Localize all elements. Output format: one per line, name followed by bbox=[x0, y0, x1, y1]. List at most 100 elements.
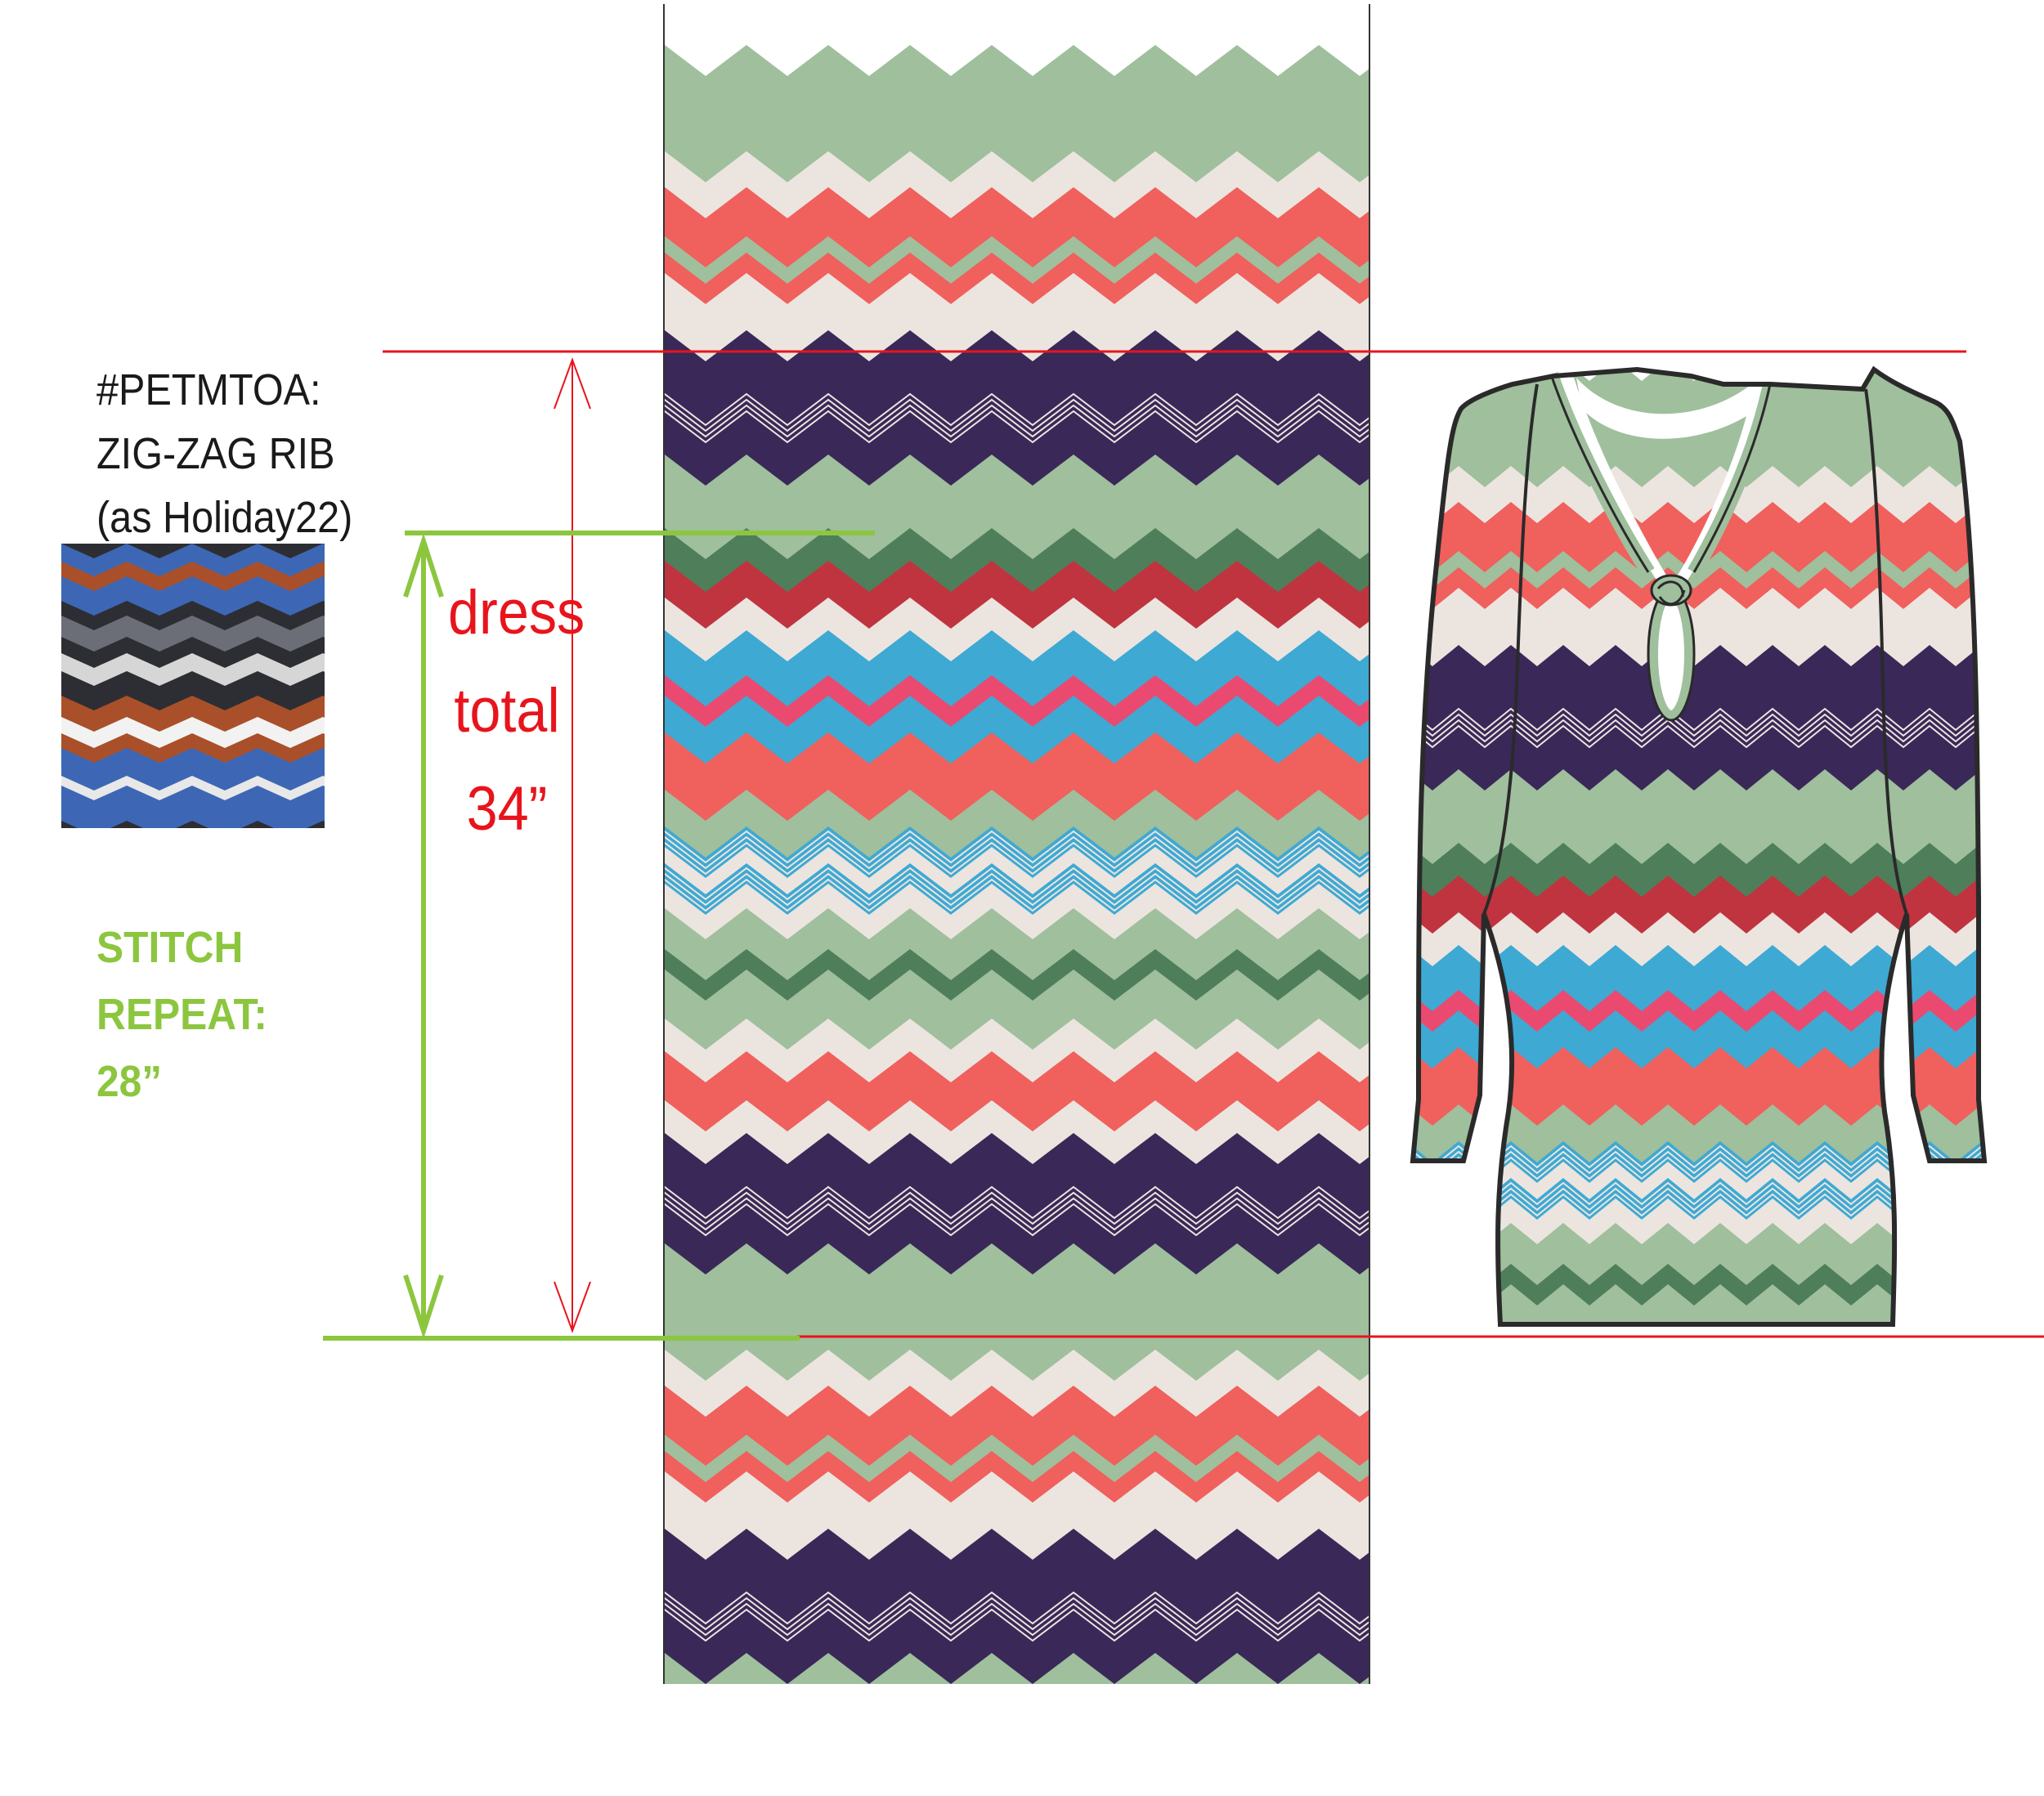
dress-band bbox=[1413, 945, 1984, 1014]
panel-pinstripe bbox=[665, 1185, 1369, 1220]
swatch-stripe bbox=[61, 696, 325, 734]
panel-band bbox=[665, 151, 1369, 222]
swatch-stripe bbox=[61, 786, 325, 828]
panel-pinstripe bbox=[665, 841, 1369, 876]
stitch-repeat-line1: STITCH bbox=[96, 923, 244, 972]
panel-band bbox=[665, 1019, 1369, 1086]
armhole-seam-right bbox=[1864, 388, 1908, 915]
panel-pinstripe bbox=[665, 1602, 1369, 1637]
stitch-code-label: #PETMTOA: ZIG-ZAG RIB (as Holiday22) bbox=[96, 358, 352, 549]
stitch-name: ZIG-ZAG RIB bbox=[96, 429, 335, 478]
knot-detail bbox=[1656, 580, 1686, 606]
panel-band bbox=[665, 528, 1369, 595]
panel-band bbox=[665, 187, 1369, 271]
swatch-stripe bbox=[61, 748, 325, 793]
dress-band bbox=[1413, 769, 1984, 867]
dress-band bbox=[1413, 843, 1984, 900]
dress-arrowheads bbox=[554, 357, 591, 1333]
panel-band bbox=[665, 908, 1369, 983]
panel-band bbox=[665, 45, 1369, 186]
dress-pinstripe bbox=[1413, 1150, 1984, 1175]
panel-band bbox=[665, 1386, 1369, 1469]
swatch-stripe bbox=[61, 544, 325, 579]
dress-band bbox=[1413, 1104, 1984, 1166]
armhole-seam-left bbox=[1482, 383, 1539, 915]
measurement-guides bbox=[323, 350, 2044, 1341]
dress-band bbox=[1413, 588, 1984, 670]
panel-pinstripe bbox=[665, 398, 1369, 432]
swatch-stripe bbox=[61, 776, 325, 803]
neck-binding-edge bbox=[1549, 374, 1772, 573]
neckline-opening bbox=[1553, 376, 1770, 605]
swatch-stripe bbox=[61, 653, 325, 688]
panel-band bbox=[665, 675, 1369, 730]
dress-band bbox=[1413, 1284, 1984, 1324]
dress-band bbox=[1413, 1223, 1984, 1288]
dress-band bbox=[1413, 645, 1984, 728]
panel-band bbox=[665, 1612, 1369, 1684]
panel-band bbox=[665, 790, 1369, 861]
panel-band bbox=[665, 847, 1369, 898]
dress-band bbox=[1413, 728, 1984, 794]
panel-band bbox=[665, 1451, 1369, 1506]
zigzag-pattern-panel bbox=[665, 45, 1369, 1684]
panel-band bbox=[665, 253, 1369, 307]
dress-pinstripe bbox=[1413, 1156, 1984, 1180]
panel-pinstripe bbox=[665, 830, 1369, 864]
stitch-repeat-value: 28” bbox=[96, 1057, 163, 1106]
panel-pinstripe bbox=[665, 1608, 1369, 1642]
panel-pinstripe bbox=[665, 872, 1369, 907]
keyhole-opening bbox=[1648, 588, 1694, 720]
dress-band bbox=[1413, 551, 1984, 592]
panel-band bbox=[665, 884, 1369, 943]
dress-pinstripe bbox=[1413, 1193, 1984, 1217]
panel-pinstripe bbox=[665, 392, 1369, 427]
panel-band bbox=[665, 561, 1369, 632]
panel-band bbox=[665, 414, 1369, 489]
panel-band bbox=[665, 1133, 1369, 1216]
dress-pinstripe bbox=[1413, 707, 1984, 732]
panel-pinstripe bbox=[665, 867, 1369, 901]
panel-band bbox=[665, 696, 1369, 767]
panel-pinstripe bbox=[665, 410, 1369, 444]
dress-total-value: 34” bbox=[466, 774, 548, 844]
swatch-stripes bbox=[61, 544, 325, 828]
dress-total-line1: dress bbox=[448, 578, 585, 647]
panel-band bbox=[665, 236, 1369, 287]
dress-pinstripe bbox=[1413, 713, 1984, 737]
panel-pinstripe bbox=[665, 1203, 1369, 1237]
panel-band bbox=[665, 1051, 1369, 1135]
stitch-repeat-label: STITCH REPEAT: 28” bbox=[96, 914, 267, 1115]
fabric-code: #PETMTOA: bbox=[96, 365, 321, 414]
panel-band bbox=[665, 1243, 1369, 1384]
dress-sketch bbox=[1413, 370, 1984, 1324]
panel-pinstripe bbox=[665, 835, 1369, 870]
back-neck-area bbox=[1576, 378, 1758, 439]
panel-band bbox=[665, 1435, 1369, 1485]
dress-pattern-fill bbox=[1354, 370, 2034, 1391]
panel-band bbox=[665, 1350, 1369, 1420]
panel-pinstripe bbox=[665, 1591, 1369, 1625]
panel-pinstripe bbox=[665, 404, 1369, 438]
dress-band bbox=[1413, 876, 1984, 937]
panel-pinstripe bbox=[665, 1597, 1369, 1631]
panel-pinstripe bbox=[665, 1197, 1369, 1231]
dress-total-line2: total bbox=[454, 676, 560, 746]
dress-band bbox=[1354, 1333, 2034, 1391]
dress-band bbox=[1413, 1047, 1984, 1129]
swatch-stripe bbox=[61, 616, 325, 654]
dress-pinstripe bbox=[1413, 1181, 1984, 1206]
panel-band bbox=[665, 1100, 1369, 1167]
dress-pinstripe bbox=[1413, 1144, 1984, 1169]
dress-total-label: dress total 34” bbox=[448, 564, 585, 858]
repeat-arrowheads bbox=[403, 533, 444, 1339]
panel-band bbox=[665, 949, 1369, 1004]
swatch-stripe bbox=[61, 671, 325, 713]
front-knot bbox=[1650, 574, 1692, 607]
swatch-stripe bbox=[61, 576, 325, 618]
dress-pinstripe bbox=[1413, 1187, 1984, 1212]
dress-band bbox=[1413, 1010, 1984, 1072]
stitch-repeat-line2: REPEAT: bbox=[96, 990, 267, 1039]
panel-pinstripe bbox=[665, 1191, 1369, 1225]
